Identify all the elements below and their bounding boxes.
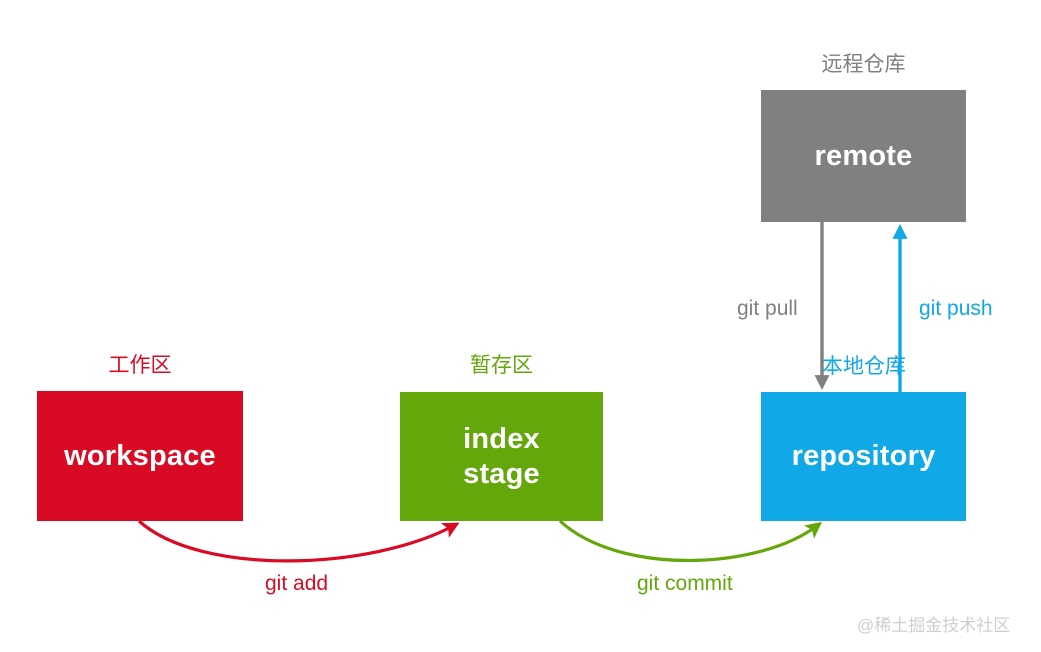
node-repository: repository [761, 392, 966, 521]
node-remote: remote [761, 90, 966, 222]
zone-label-local-repository: 本地仓库 [822, 355, 906, 378]
node-index: index stage [400, 392, 603, 521]
node-workspace-label: workspace [64, 439, 216, 472]
edge-git-commit [558, 519, 823, 563]
edge-label-git-add: git add [265, 572, 329, 595]
node-index-label-line2: stage [463, 457, 540, 490]
node-index-label-line1: index [463, 423, 540, 456]
node-repository-label: repository [791, 440, 936, 473]
edge-git-add [137, 519, 460, 563]
zone-label-workspace: 工作区 [108, 354, 172, 377]
edge-label-git-commit: git commit [637, 572, 733, 595]
zone-label-index: 暂存区 [470, 354, 533, 377]
node-workspace: workspace [37, 391, 243, 521]
watermark: @稀土掘金技术社区 [857, 616, 1011, 635]
zone-label-remote: 远程仓库 [821, 53, 906, 76]
edge-label-git-push: git push [919, 297, 993, 320]
edge-label-git-pull: git pull [737, 297, 798, 320]
node-remote-label: remote [814, 139, 913, 172]
